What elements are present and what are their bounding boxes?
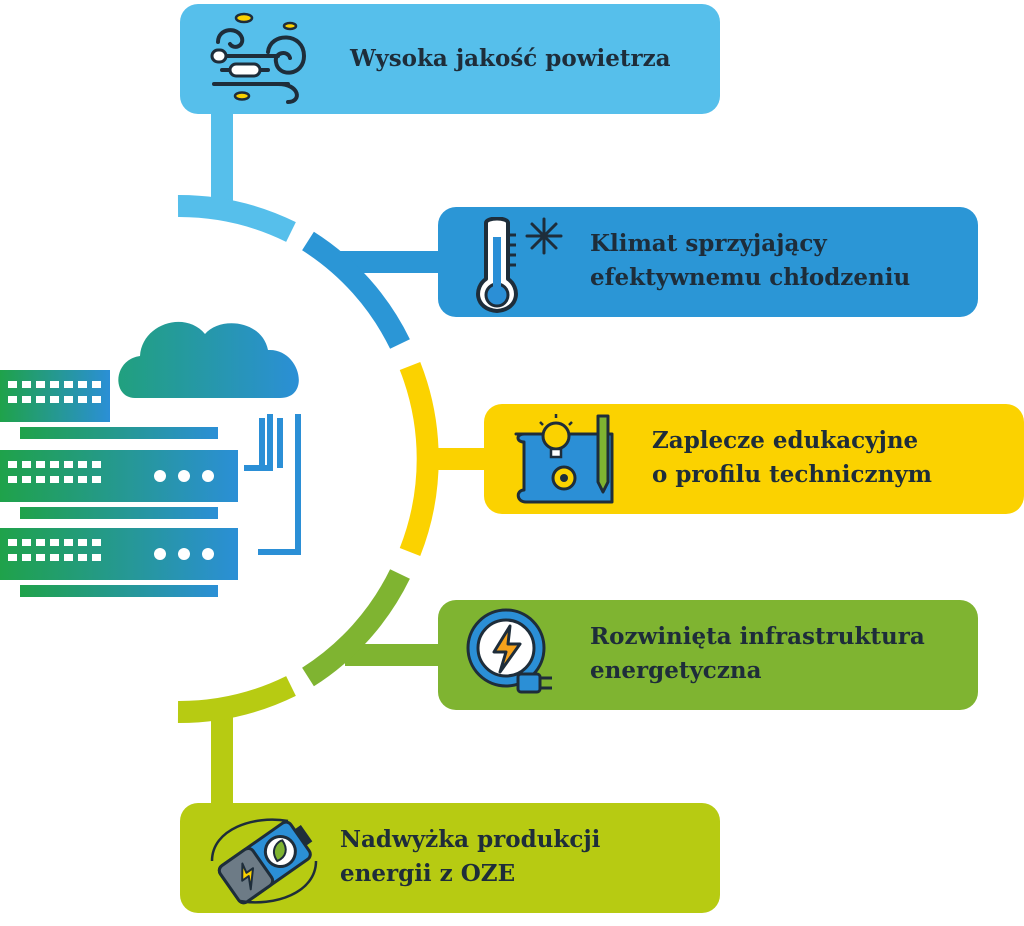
energy-line-1: Rozwinięta infrastruktura xyxy=(590,623,925,650)
renewables-line-2: energii z OZE xyxy=(340,860,516,887)
card-climate: Klimat sprzyjający efektywnemu chłodzeni… xyxy=(438,207,978,317)
energy-label: Rozwinięta infrastruktura energetyczna xyxy=(590,620,925,688)
power-plug-bolt-icon xyxy=(466,608,552,694)
cloud-server-icon xyxy=(0,321,301,597)
renewables-label: Nadwyżka produkcji energii z OZE xyxy=(340,823,600,891)
arc-segment-edu xyxy=(399,361,439,557)
energy-line-2: energetyczna xyxy=(590,657,762,684)
wind-swirl-icon xyxy=(210,12,307,104)
climate-label: Klimat sprzyjający efektywnemu chłodzeni… xyxy=(590,227,910,295)
arc-segment-air xyxy=(177,194,296,242)
education-label: Zaplecze edukacyjne o profilu techniczny… xyxy=(652,424,932,492)
arc-segment-oze xyxy=(177,676,296,724)
education-line-2: o profilu technicznym xyxy=(652,461,933,488)
thermometer-snowflake-icon xyxy=(476,217,563,313)
education-line-1: Zaplecze edukacyjne xyxy=(652,427,919,454)
card-energy-infrastructure: Rozwinięta infrastruktura energetyczna xyxy=(438,600,978,710)
renewables-line-1: Nadwyżka produkcji xyxy=(340,826,601,853)
climate-line-1: Klimat sprzyjający xyxy=(590,230,827,257)
climate-line-2: efektywnemu chłodzeniu xyxy=(590,264,911,291)
blueprint-lightbulb-icon xyxy=(514,414,614,504)
air-quality-label: Wysoka jakość powietrza xyxy=(350,42,671,76)
card-education: Zaplecze edukacyjne o profilu techniczny… xyxy=(484,404,1024,514)
arc-segment-climate xyxy=(301,231,410,349)
arc-segment-energy xyxy=(301,569,410,687)
air-quality-line-1: Wysoka jakość powietrza xyxy=(350,45,671,72)
card-air-quality: Wysoka jakość powietrza xyxy=(180,4,720,114)
battery-leaf-icon xyxy=(210,818,318,905)
card-renewable-energy: Nadwyżka produkcji energii z OZE xyxy=(180,803,720,913)
